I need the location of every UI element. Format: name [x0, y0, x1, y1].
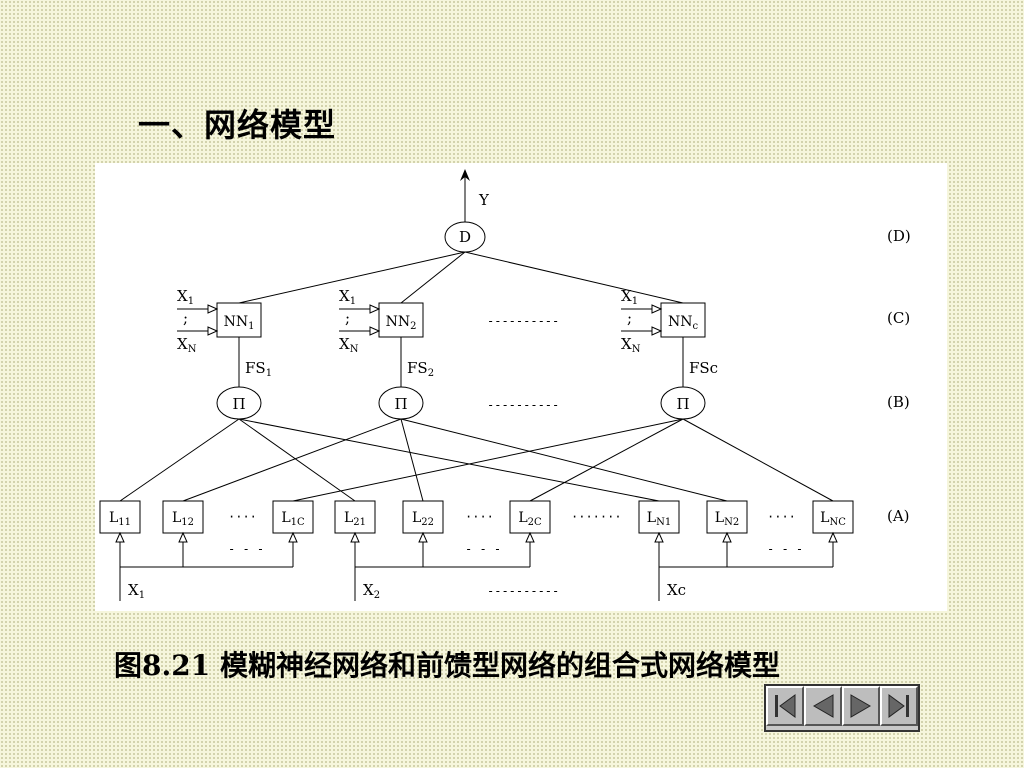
x-input-label: Xc [667, 581, 686, 599]
product-to-l-line [400, 418, 728, 502]
x-ellipsis-dots: ---------- [487, 584, 559, 598]
fs-label: FS2 [407, 359, 434, 379]
x-input-arrow [418, 531, 428, 543]
nn-input-xn-label: XN [339, 335, 359, 355]
x-input-arrow [350, 531, 360, 543]
l-node-label: L1C [281, 510, 305, 528]
product-to-l-line [119, 418, 240, 502]
l-node-box [272, 500, 314, 534]
product-node-symbol: Π [232, 395, 245, 413]
x-input-arrow [828, 531, 838, 543]
nn-label: NNc [668, 314, 699, 332]
l-node-label: L12 [172, 510, 194, 528]
x-input-arrow [178, 531, 188, 543]
nn-input-bottom-arrow [651, 326, 663, 336]
l-ellipsis-between: ······· [571, 510, 622, 524]
layer-label: (A) [887, 507, 910, 525]
prev-icon [813, 694, 834, 718]
nn-ellipsis-dots: ---------- [487, 314, 559, 328]
product-to-l-line [400, 418, 424, 502]
nn-input-top-arrow [651, 304, 663, 314]
nn-label: NN1 [224, 314, 255, 332]
l-node-label: L21 [344, 510, 366, 528]
nn-input-bottom-arrow [207, 326, 219, 336]
fs-label: FSc [689, 359, 718, 377]
nn-input-xn-label: XN [177, 335, 197, 355]
first-icon [775, 694, 796, 718]
nn-input-bottom-arrow [369, 326, 381, 336]
nn-label: NN2 [386, 314, 417, 332]
product-node-symbol: Π [676, 395, 689, 413]
previous-slide-button[interactable] [804, 686, 842, 726]
l-node-label: L11 [109, 510, 131, 528]
nn-input-ellipsis: ; [627, 309, 632, 327]
nn-input-xn-label: XN [621, 335, 641, 355]
product-to-l-line [238, 418, 356, 502]
l-ellipsis-3: ···· [767, 510, 796, 524]
product-to-l-line [292, 418, 684, 502]
fs-label: FS1 [245, 359, 272, 379]
slide-navigation [764, 684, 920, 732]
l-node-label: L22 [412, 510, 434, 528]
l-node-box [638, 500, 680, 534]
defuzz-node-label: D [459, 228, 471, 246]
output-label-y: Y [478, 191, 490, 209]
nn-input-top-arrow [369, 304, 381, 314]
nn-input-x1-label: X1 [339, 287, 356, 307]
nn-to-d-line [464, 251, 684, 304]
l-node-label: LNC [820, 510, 846, 528]
x-input-arrow [288, 531, 298, 543]
layer-label: (C) [887, 309, 910, 327]
next-slide-button[interactable] [842, 686, 880, 726]
l-node-box [402, 500, 444, 534]
slide-title: 一、网络模型 [138, 106, 337, 144]
nn-to-d-line [400, 251, 466, 304]
x-input-label: X1 [128, 581, 145, 601]
x-input-arrow [654, 531, 664, 543]
l-ellipsis-2: ···· [465, 510, 494, 524]
input-ellipsis-1: - - - [228, 542, 264, 556]
x-input-arrow [115, 531, 125, 543]
layer-label: (D) [887, 227, 911, 245]
l-node-box [334, 500, 376, 534]
product-to-l-line [682, 418, 834, 502]
last-slide-button[interactable] [880, 686, 918, 726]
l-node-label: LN1 [647, 510, 671, 528]
l-node-box [99, 500, 141, 534]
l-ellipsis-1: ···· [228, 510, 257, 524]
next-icon [850, 694, 871, 718]
product-to-l-line [182, 418, 402, 502]
product-to-l-line [529, 418, 684, 502]
product-ellipsis-dots: ---------- [487, 398, 559, 412]
nn-box [660, 302, 706, 338]
l-node-label: L2C [518, 510, 542, 528]
nn-input-x1-label: X1 [621, 287, 638, 307]
x-input-label: X2 [363, 581, 380, 601]
product-node-symbol: Π [394, 395, 407, 413]
nn-input-top-arrow [207, 304, 219, 314]
nn-to-d-line [238, 251, 466, 304]
nn-input-x1-label: X1 [177, 287, 194, 307]
x-input-arrow [722, 531, 732, 543]
product-to-l-line [238, 418, 660, 502]
last-icon [888, 694, 909, 718]
input-ellipsis-3: - - - [767, 542, 803, 556]
x-input-arrow [525, 531, 535, 543]
network-diagram-svg: YD(D)(C)(B)(A)NN1X1;XNFS1ΠNN2X1;XNFS2ΠNN… [99, 169, 911, 601]
layer-label: (B) [887, 393, 910, 411]
nn-box [378, 302, 424, 338]
nn-box [216, 302, 262, 338]
first-slide-button[interactable] [766, 686, 804, 726]
output-arrowhead [460, 169, 470, 181]
l-node-box [509, 500, 551, 534]
figure-caption: 图8.21 模糊神经网络和前馈型网络的组合式网络模型 [114, 649, 780, 682]
nn-input-ellipsis: ; [183, 309, 188, 327]
l-node-label: LN2 [715, 510, 739, 528]
nn-input-ellipsis: ; [345, 309, 350, 327]
input-ellipsis-2: - - - [465, 542, 501, 556]
